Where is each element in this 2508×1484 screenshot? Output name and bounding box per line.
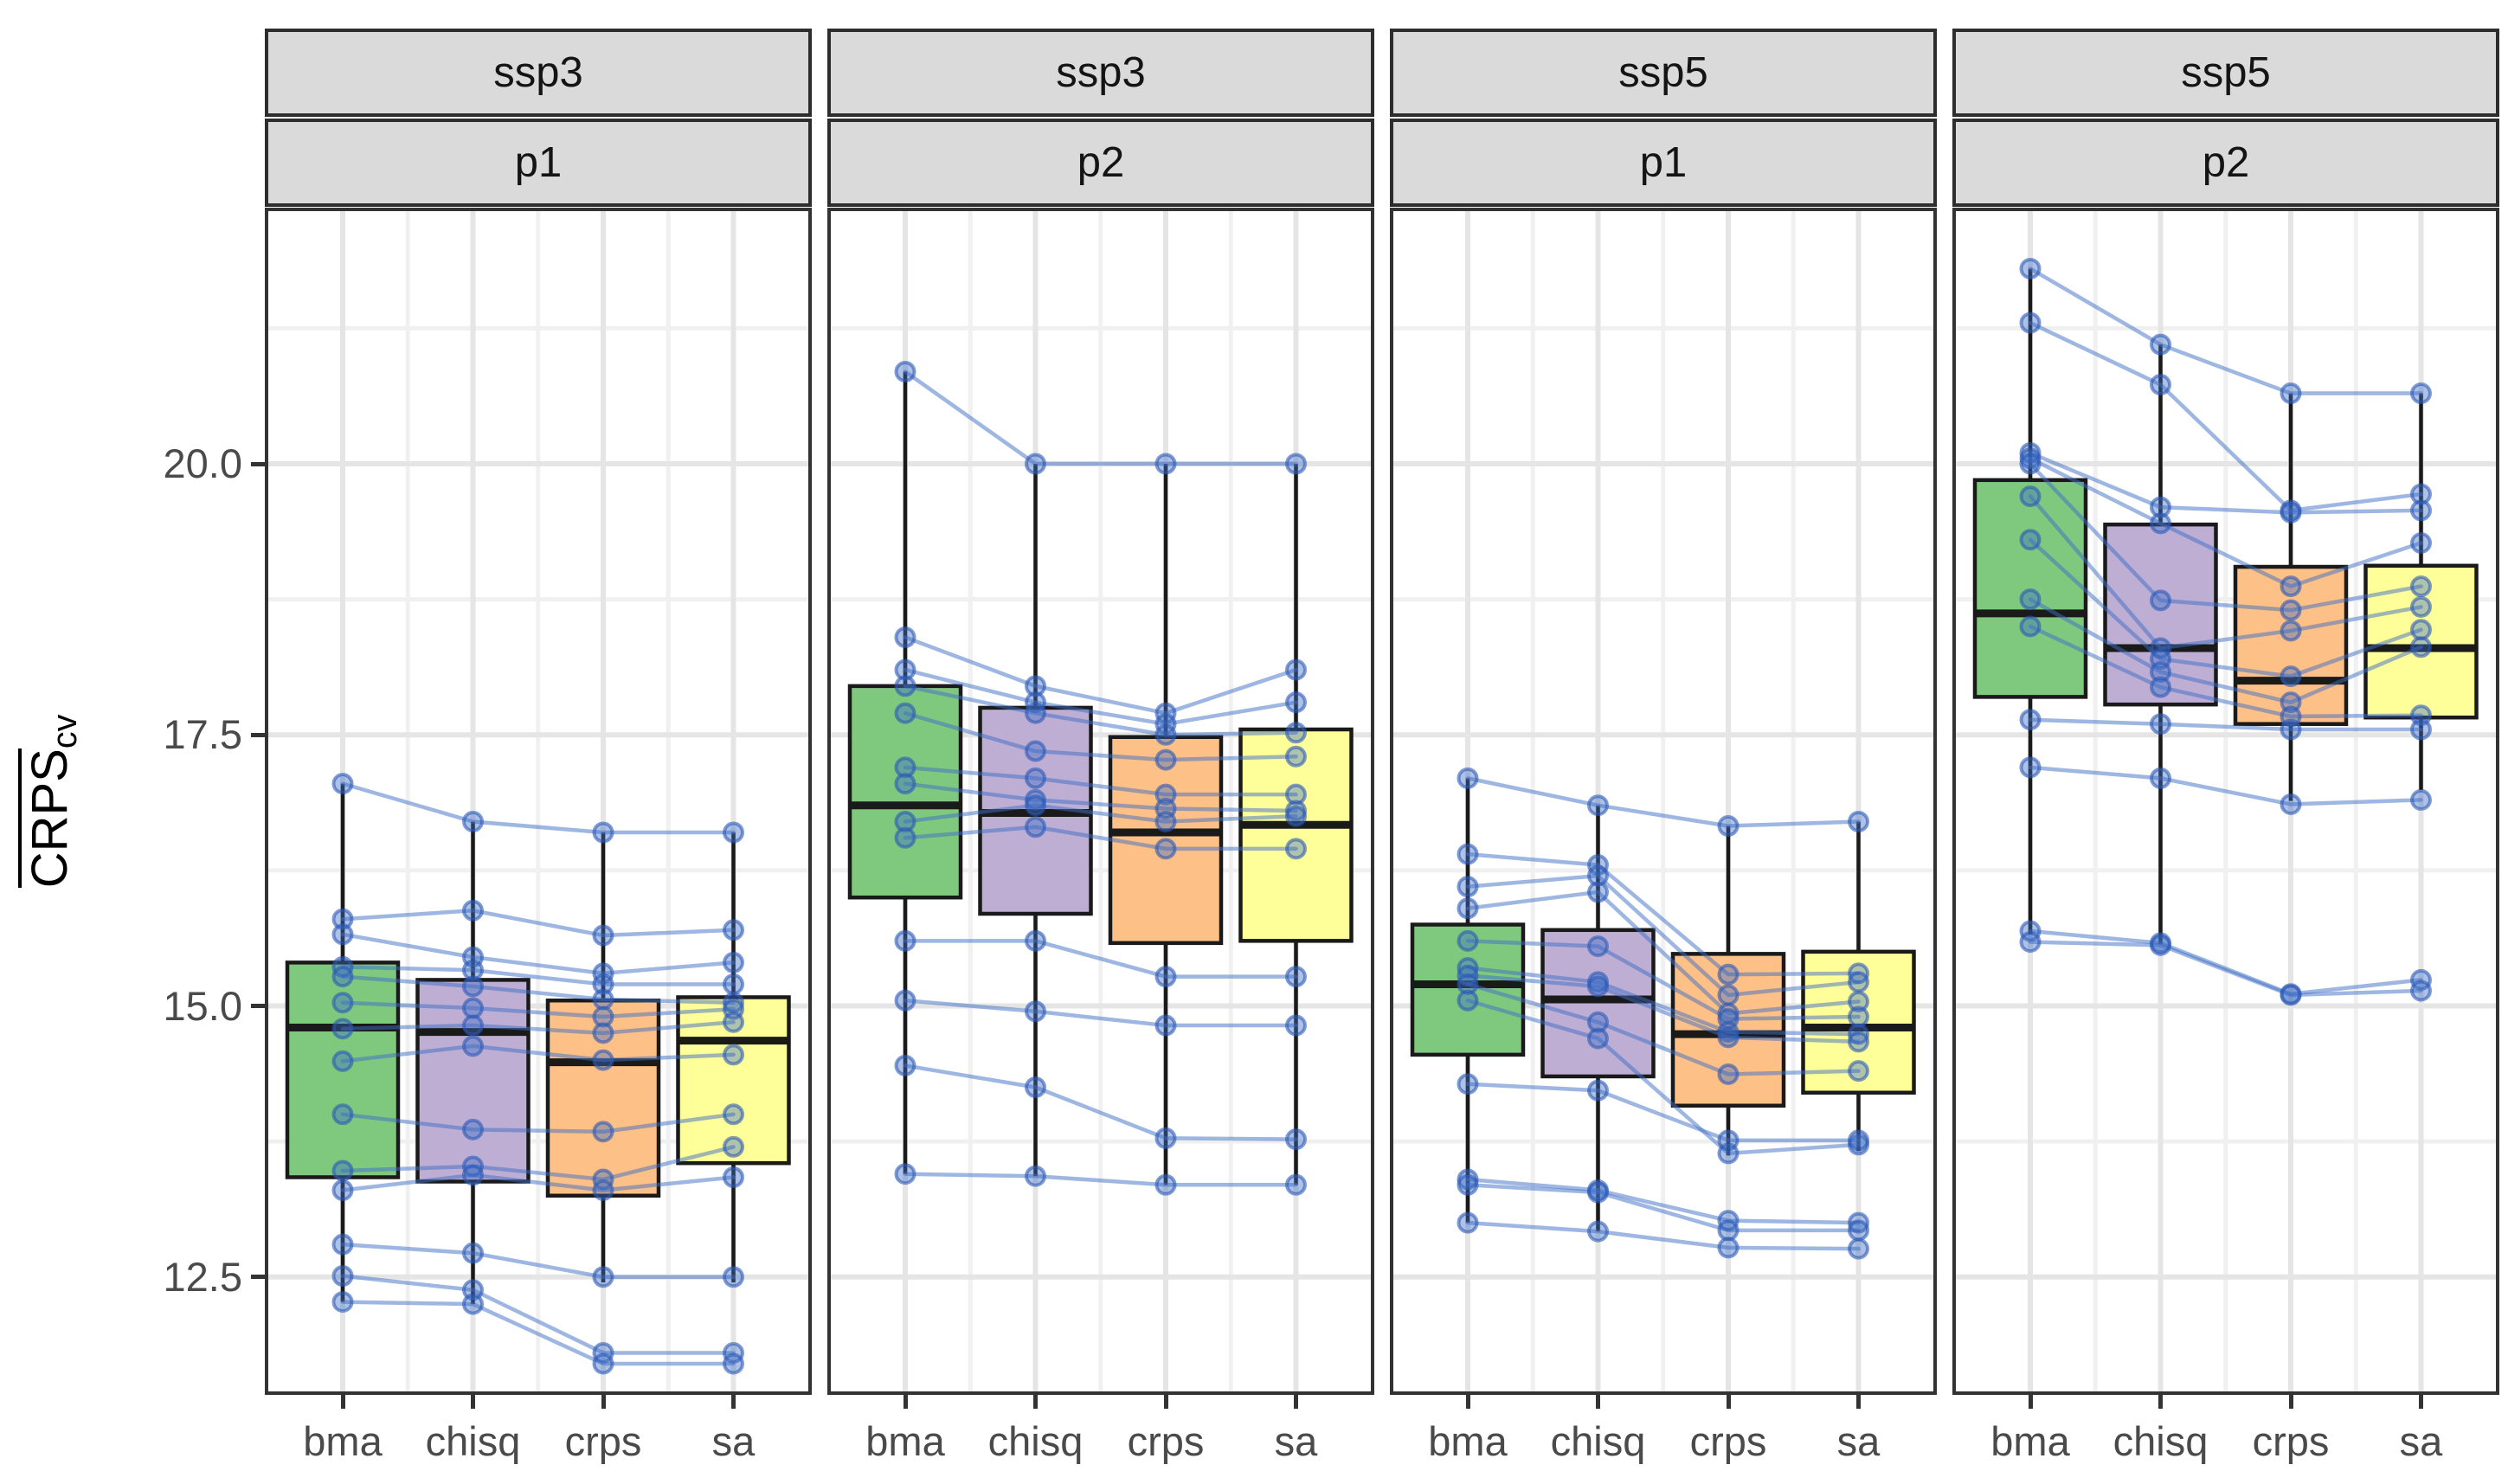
y-axis-title-main: CRPS — [18, 748, 78, 889]
x-tick-mark — [2028, 1395, 2033, 1409]
x-tick-mark — [1856, 1395, 1861, 1409]
x-tick-label: bma — [303, 1418, 383, 1464]
plot-panel-2 — [827, 208, 1374, 1395]
x-tick-mark — [731, 1395, 736, 1409]
facet-strip-label: p2 — [1077, 139, 1125, 186]
x-tick-mark — [1596, 1395, 1600, 1409]
plot-panel-4 — [1952, 208, 2499, 1395]
facet-strip-label: p2 — [2202, 139, 2250, 186]
x-tick-mark — [601, 1395, 606, 1409]
x-tick-label: bma — [1990, 1418, 2070, 1464]
x-tick-label: sa — [1274, 1418, 1318, 1464]
y-tick-mark — [251, 461, 265, 466]
facet-strip-col-panel-4: p2 — [1952, 119, 2499, 207]
plot-panel-1 — [265, 208, 812, 1395]
x-tick-mark — [1726, 1395, 1731, 1409]
x-tick-mark — [2419, 1395, 2423, 1409]
facet-strip-row-panel-2: ssp3 — [827, 29, 1374, 117]
facet-strip-label: ssp5 — [2181, 49, 2271, 96]
x-tick-mark — [903, 1395, 908, 1409]
x-tick-label: crps — [1127, 1418, 1205, 1464]
x-tick-label: sa — [2399, 1418, 2443, 1464]
facet-strip-label: p1 — [514, 139, 563, 186]
plot-panel-3 — [1390, 208, 1937, 1395]
x-tick-label: bma — [1428, 1418, 1508, 1464]
y-axis-title: CRPScv — [14, 533, 87, 1070]
x-tick-label: crps — [564, 1418, 642, 1464]
x-tick-mark — [1465, 1395, 1470, 1409]
x-tick-label: crps — [1689, 1418, 1767, 1464]
x-tick-label: sa — [711, 1418, 756, 1464]
x-tick-label: crps — [2252, 1418, 2330, 1464]
facet-strip-col-panel-3: p1 — [1390, 119, 1937, 207]
facet-strip-row-panel-4: ssp5 — [1952, 29, 2499, 117]
facet-strip-label: ssp3 — [1056, 49, 1146, 96]
x-tick-label: bma — [865, 1418, 945, 1464]
y-tick-label: 17.5 — [163, 711, 242, 758]
y-tick-mark — [251, 732, 265, 737]
x-tick-label: sa — [1836, 1418, 1881, 1464]
facet-strip-col-panel-2: p2 — [827, 119, 1374, 207]
x-tick-mark — [1294, 1395, 1298, 1409]
x-tick-mark — [340, 1395, 345, 1409]
y-axis-title-subscript: cv — [46, 714, 85, 749]
x-tick-label: chisq — [425, 1418, 521, 1464]
y-tick-mark — [251, 1004, 265, 1008]
x-tick-label: chisq — [1550, 1418, 1646, 1464]
facet-strip-label: p1 — [1639, 139, 1688, 186]
facet-strip-row-panel-3: ssp5 — [1390, 29, 1937, 117]
x-tick-mark — [1163, 1395, 1168, 1409]
y-tick-label: 12.5 — [163, 1253, 242, 1300]
facet-strip-row-panel-1: ssp3 — [265, 29, 812, 117]
x-tick-label: chisq — [2113, 1418, 2209, 1464]
y-tick-mark — [251, 1275, 265, 1280]
facet-strip-label: ssp3 — [493, 49, 583, 96]
x-tick-mark — [1033, 1395, 1038, 1409]
y-tick-label: 15.0 — [163, 982, 242, 1029]
facet-strip-col-panel-1: p1 — [265, 119, 812, 207]
y-tick-label: 20.0 — [163, 440, 242, 486]
x-tick-mark — [2288, 1395, 2293, 1409]
facet-strip-label: ssp5 — [1618, 49, 1708, 96]
x-tick-mark — [2158, 1395, 2163, 1409]
x-tick-label: chisq — [987, 1418, 1084, 1464]
x-tick-mark — [471, 1395, 475, 1409]
